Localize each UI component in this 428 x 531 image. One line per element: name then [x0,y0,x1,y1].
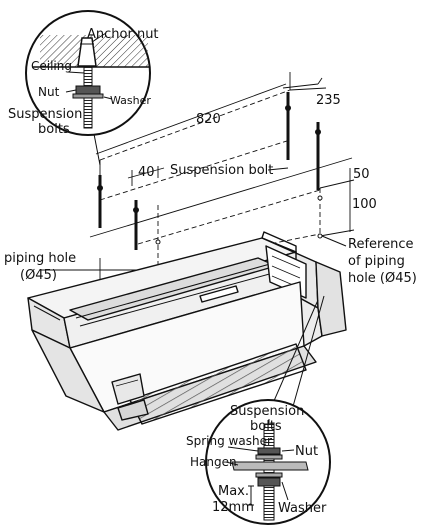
nut-label-bottom: Nut [295,444,318,459]
nut-label-top: Nut [38,85,60,99]
suspension-bolts-label-bottom-2: bolts [250,419,282,434]
suspension-bolt-label: Suspension bolt [170,163,273,178]
piping-hole-label-1: piping hole [4,251,76,266]
ceiling-label: Ceiling [31,59,72,73]
ref-piping-label-3: hole (Ø45) [348,271,417,286]
ref-piping-label-1: Reference [348,237,413,252]
suspension-bolts-label-top-1: Suspension [8,107,82,122]
max-label-2: 12mm [212,500,254,515]
suspension-bolts-label-top-2: bolts [38,122,70,137]
suspension-bolts [97,92,321,250]
washer-label-bottom: Washer [278,501,327,516]
ref-piping-label-2: of piping [348,254,405,269]
dim-820: 820 [196,112,221,127]
anchor-detail-callout: Anchor nut Ceiling Nut Washer Suspension… [8,10,159,137]
piping-hole-label-2: (Ø45) [20,268,57,283]
washer-label-top: Washer [110,94,151,107]
dim-100: 100 [352,197,377,212]
dim-40: 40 [138,165,155,180]
dim-50: 50 [353,167,370,182]
dim-235: 235 [316,93,341,108]
spring-washer-label: Spring washer [186,434,272,448]
hangen-label: Hangen [190,455,237,469]
max-label-1: Max. [218,484,249,499]
anchor-nut-label: Anchor nut [87,27,159,42]
hanger-detail-callout [205,399,331,525]
suspension-bolts-label-bottom-1: Suspension [230,404,304,419]
indoor-unit [27,231,347,431]
